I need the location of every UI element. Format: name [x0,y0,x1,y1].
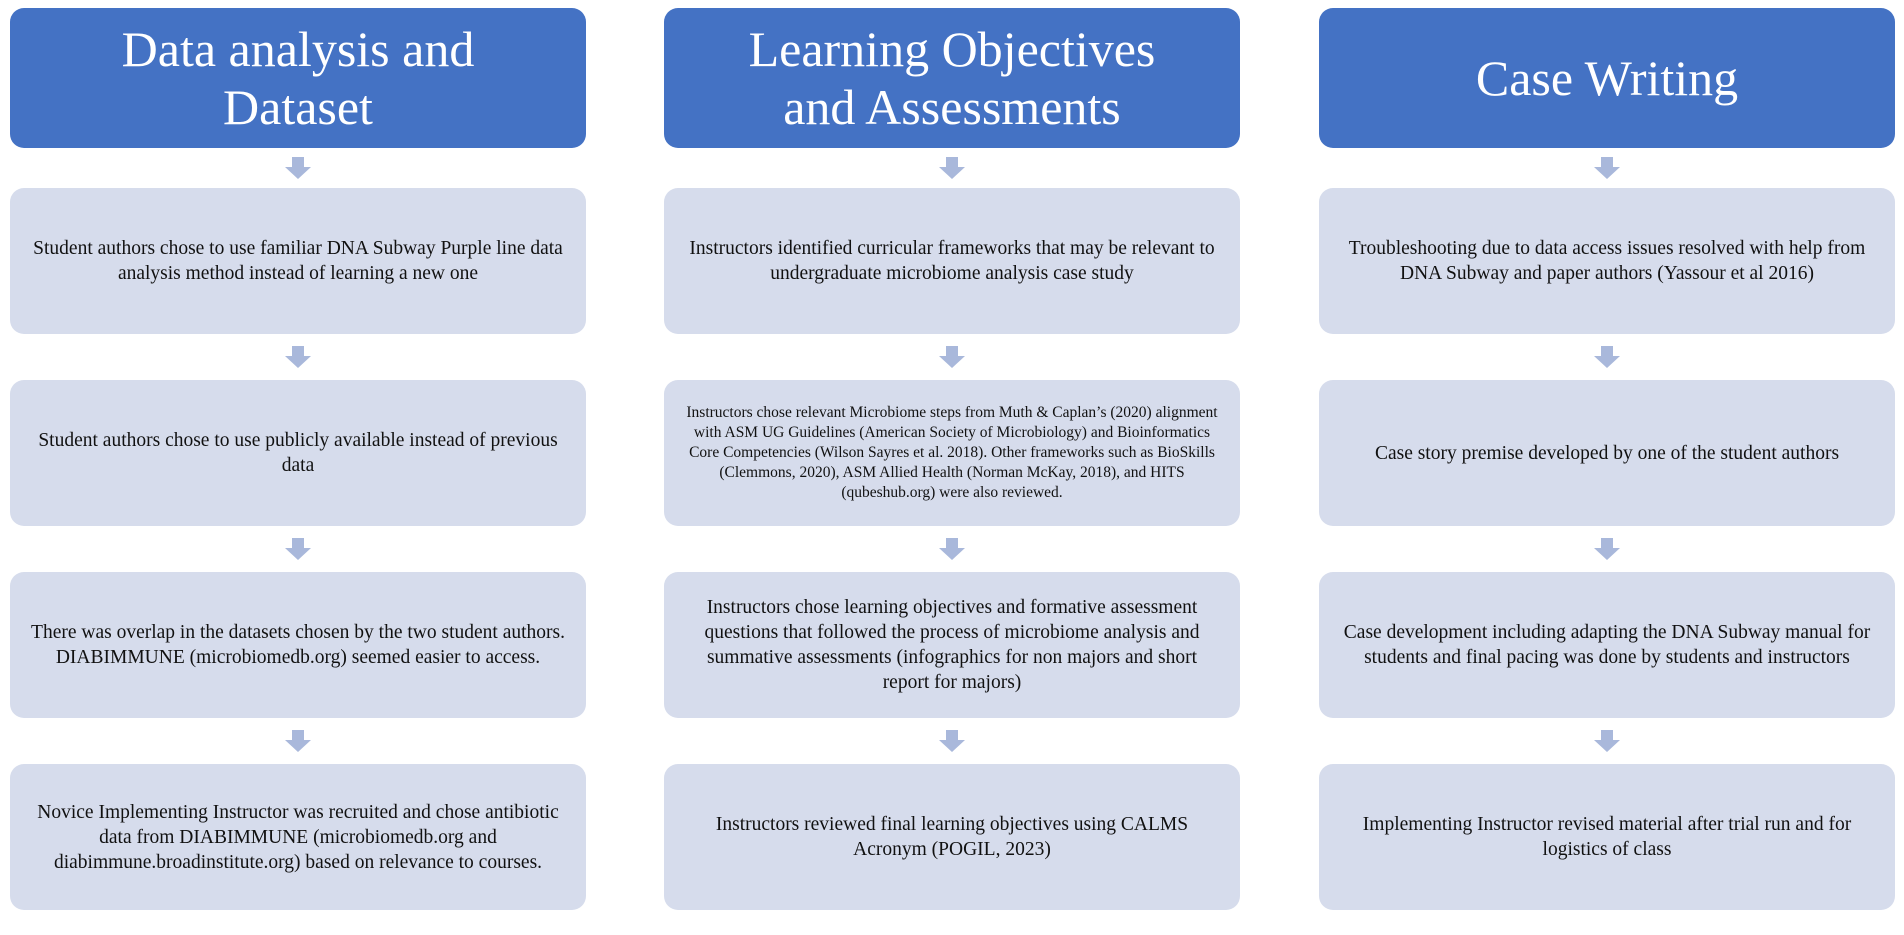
column-header: Case Writing [1319,8,1895,148]
down-arrow-icon [10,148,586,188]
step-box: Student authors chose to use familiar DN… [10,188,586,334]
step-box: Instructors reviewed final learning obje… [664,764,1240,910]
down-arrow-icon [10,526,586,572]
step-box: Student authors chose to use publicly av… [10,380,586,526]
column-learning-objectives: Learning Objectives and Assessments Inst… [664,8,1240,910]
step-box: Case development including adapting the … [1319,572,1895,718]
step-box: Novice Implementing Instructor was recru… [10,764,586,910]
down-arrow-icon [664,526,1240,572]
step-box: Instructors identified curricular framew… [664,188,1240,334]
column-case-writing: Case Writing Troubleshooting due to data… [1319,8,1895,910]
step-box: Instructors chose learning objectives an… [664,572,1240,718]
down-arrow-icon [1319,334,1895,380]
down-arrow-icon [664,718,1240,764]
down-arrow-icon [1319,526,1895,572]
down-arrow-icon [10,718,586,764]
column-data-analysis: Data analysis and Dataset Student author… [10,8,586,910]
step-box: Instructors chose relevant Microbiome st… [664,380,1240,526]
column-header: Learning Objectives and Assessments [664,8,1240,148]
step-box: Implementing Instructor revised material… [1319,764,1895,910]
down-arrow-icon [664,334,1240,380]
step-box: Case story premise developed by one of t… [1319,380,1895,526]
down-arrow-icon [664,148,1240,188]
down-arrow-icon [10,334,586,380]
down-arrow-icon [1319,148,1895,188]
column-header: Data analysis and Dataset [10,8,586,148]
down-arrow-icon [1319,718,1895,764]
step-box: Troubleshooting due to data access issue… [1319,188,1895,334]
step-box: There was overlap in the datasets chosen… [10,572,586,718]
